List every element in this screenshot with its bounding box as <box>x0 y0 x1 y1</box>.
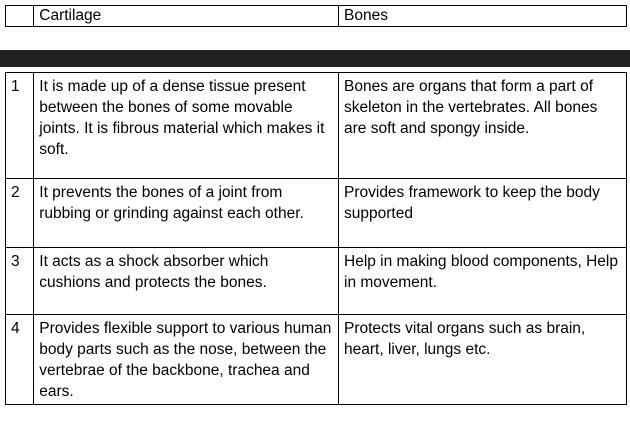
header-table: Cartilage Bones <box>4 5 627 27</box>
header-cartilage-cell: Cartilage <box>33 5 339 27</box>
cartilage-cell: Provides flexible support to various hum… <box>33 314 339 405</box>
header-row: Cartilage Bones <box>4 5 627 27</box>
cartilage-cell: It acts as a shock absorber which cushio… <box>33 247 339 315</box>
bones-cell: Protects vital organs such as brain, hea… <box>338 314 627 405</box>
table-row: 2 It prevents the bones of a joint from … <box>4 178 627 248</box>
comparison-table: 1 It is made up of a dense tissue presen… <box>4 72 627 405</box>
bones-cell: Provides framework to keep the body supp… <box>338 178 627 248</box>
row-number: 4 <box>4 314 35 405</box>
header-blank-cell <box>4 5 35 27</box>
header-bones-cell: Bones <box>338 5 627 27</box>
cartilage-cell: It prevents the bones of a joint from ru… <box>33 178 339 248</box>
cartilage-cell: It is made up of a dense tissue present … <box>33 72 339 179</box>
row-number: 2 <box>4 178 35 248</box>
bones-cell: Help in making blood components, Help in… <box>338 247 627 315</box>
bones-cell: Bones are organs that form a part of ske… <box>338 72 627 179</box>
row-number: 1 <box>4 72 35 179</box>
table-row: 1 It is made up of a dense tissue presen… <box>4 72 627 179</box>
row-number: 3 <box>4 247 35 315</box>
dark-divider-band <box>0 50 630 67</box>
table-row: 3 It acts as a shock absorber which cush… <box>4 247 627 315</box>
table-row: 4 Provides flexible support to various h… <box>4 314 627 405</box>
